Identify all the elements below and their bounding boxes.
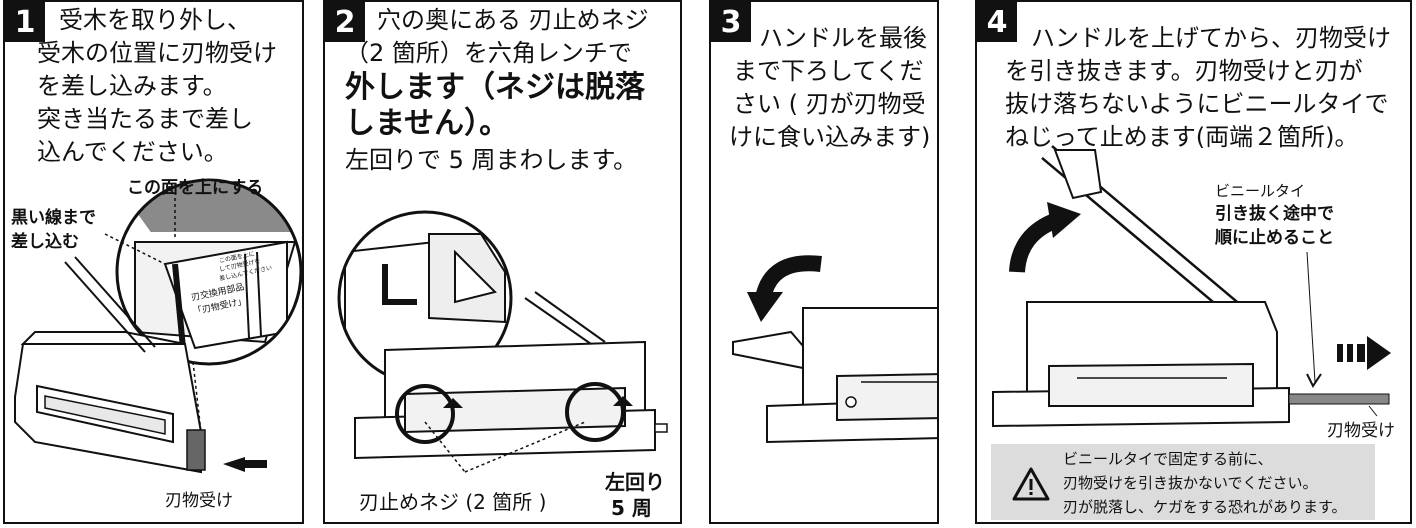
step-3-line-3: さい ( 刃が刃物受 — [733, 90, 926, 118]
step-4-line-3: 抜け落ちないようにビニールタイで — [1005, 90, 1389, 118]
step-3-line-4: けに食い込みます) — [729, 123, 931, 151]
tie-note-line-2: 順に止めること — [1215, 228, 1334, 248]
step-number: 2 — [325, 2, 365, 42]
step-3-panel: 3 ハンドルを最後 まで下ろしてくだ さい ( 刃が刃物受 けに食い込みます) — [709, 0, 939, 524]
step-1-line-3: を差し込みます。 — [37, 72, 227, 100]
warning-line-1: ビニールタイで固定する前に、 — [1063, 450, 1273, 468]
step-4-illustration — [992, 145, 1391, 428]
step-3-line-2: まで下ろしてくだ — [733, 57, 924, 85]
warning-triangle-icon — [1012, 467, 1050, 501]
step-4-line-4: ねじって止めます(両端２箇所)。 — [1005, 123, 1359, 151]
step-4-panel: 4 ハンドルを上げてから、刃物受け を引き抜きます。刃物受けと刃が 抜け落ちない… — [975, 0, 1412, 524]
step-2-line-3: 左回りで 5 周まわします。 — [345, 146, 638, 174]
blade-receiver-label: 刃物受け — [165, 491, 233, 511]
step-2-panel: 2 穴の奥にある 刃止めネジ （2 箇所）を六角レンチで 外します（ネジは脱落 … — [323, 0, 682, 524]
callout-top-label: この面を上にする — [127, 178, 264, 198]
step-1-line-2: 受木の位置に刃物受け — [37, 39, 277, 67]
step-1-line-5: 込んでください。 — [37, 138, 228, 166]
tie-note-line-1: 引き抜く途中で — [1215, 204, 1334, 224]
step-2-line-1: 穴の奥にある 刃止めネジ — [377, 6, 649, 34]
step-2-bold-2: しません）。 — [345, 106, 510, 141]
rotation-direction: 左回り — [605, 470, 665, 494]
step-3-illustration — [732, 255, 937, 444]
step-1-panel: 1 受木を取り外し、 受木の位置に刃物受け を差し込みます。 突き当たるまで差し… — [3, 0, 304, 524]
warning-line-3: 刃が脱落し、ケガをする恐れがあります。 — [1063, 498, 1347, 516]
step-number: 4 — [977, 2, 1017, 42]
step-1-line-4: 突き当たるまで差し — [37, 105, 253, 133]
callout-left-line-1: 黒い線まで — [11, 208, 96, 228]
step-2-line-2: （2 箇所）を六角レンチで — [345, 39, 632, 67]
warning-line-2: 刃物受けを引き抜かないでください。 — [1063, 474, 1318, 492]
warning-box: ビニールタイで固定する前に、 刃物受けを引き抜かないでください。 刃が脱落し、ケ… — [991, 444, 1375, 520]
step-1-illustration — [14, 178, 302, 474]
step-number: 1 — [5, 2, 45, 42]
vinyl-tie-label: ビニールタイ — [1215, 182, 1306, 200]
step-2-bold-1: 外します（ネジは脱落 — [345, 70, 645, 105]
step-4-line-1: ハンドルを上げてから、刃物受け — [1031, 24, 1391, 52]
step-3-line-1: ハンドルを最後 — [759, 24, 927, 52]
step-number: 3 — [711, 2, 751, 42]
blade-receiver-label: 刃物受け — [1327, 421, 1395, 441]
step-2-illustration — [337, 210, 668, 473]
step-1-line-1: 受木を取り外し、 — [59, 6, 251, 34]
rotation-count: 5 周 — [611, 496, 652, 520]
step-4-line-2: を引き抜きます。刃物受けと刃が — [1005, 57, 1363, 85]
screw-label: 刃止めネジ (2 箇所 ) — [359, 490, 547, 514]
callout-left-line-2: 差し込む — [11, 232, 79, 252]
